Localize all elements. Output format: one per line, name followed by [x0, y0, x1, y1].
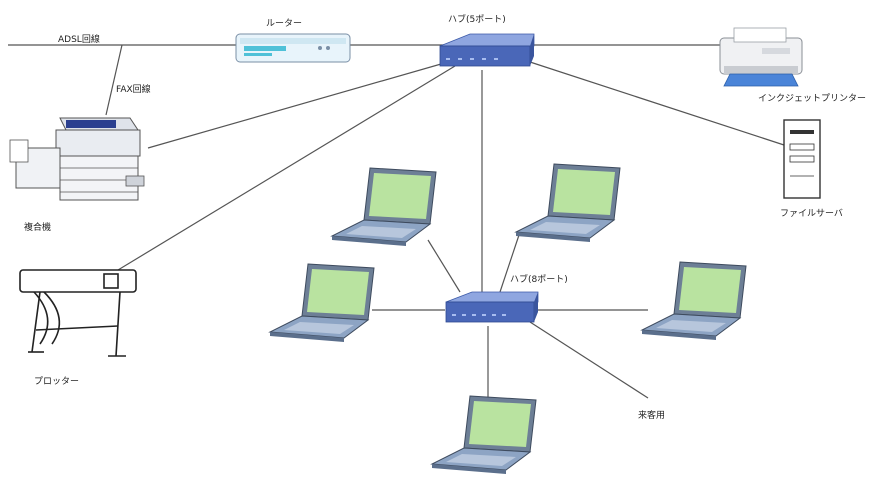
plotter-label: プロッター [34, 376, 79, 387]
guest-label: 来客用 [638, 409, 665, 421]
main-hub-label: ハブ(5ポート) [448, 13, 506, 25]
line-sub-laptop2 [499, 231, 521, 293]
inkjet-label: インクジェットプリンター [758, 93, 866, 104]
mfp-icon [9, 117, 145, 201]
line-hub-mfp [147, 61, 449, 149]
sub-hub-device [445, 291, 539, 323]
file-server-icon [783, 119, 821, 199]
router-device [235, 33, 351, 63]
laptop-icon [514, 163, 621, 242]
router-label: ルーター [266, 18, 302, 29]
line-sub-laptop1 [427, 239, 461, 293]
plotter-icon [19, 269, 137, 357]
laptop-icon [330, 167, 437, 246]
fax-label: FAX回線 [116, 83, 151, 95]
line-sub-guest [529, 321, 649, 399]
inkjet-printer-icon [719, 27, 803, 87]
file-server-label: ファイルサーバ [780, 208, 843, 219]
sub-hub-label: ハブ(8ポート) [510, 273, 568, 285]
connection-lines [8, 44, 785, 399]
laptops-group [268, 163, 747, 474]
line-hub-server [529, 61, 785, 146]
line-hub-plotter [117, 65, 456, 271]
adsl-label: ADSL回線 [58, 33, 100, 45]
line-fax [105, 44, 123, 116]
mfp-label: 複合機 [24, 221, 51, 233]
main-hub-device [439, 33, 535, 67]
laptop-icon [268, 263, 375, 342]
laptop-icon [430, 395, 537, 474]
laptop-icon [640, 261, 747, 340]
